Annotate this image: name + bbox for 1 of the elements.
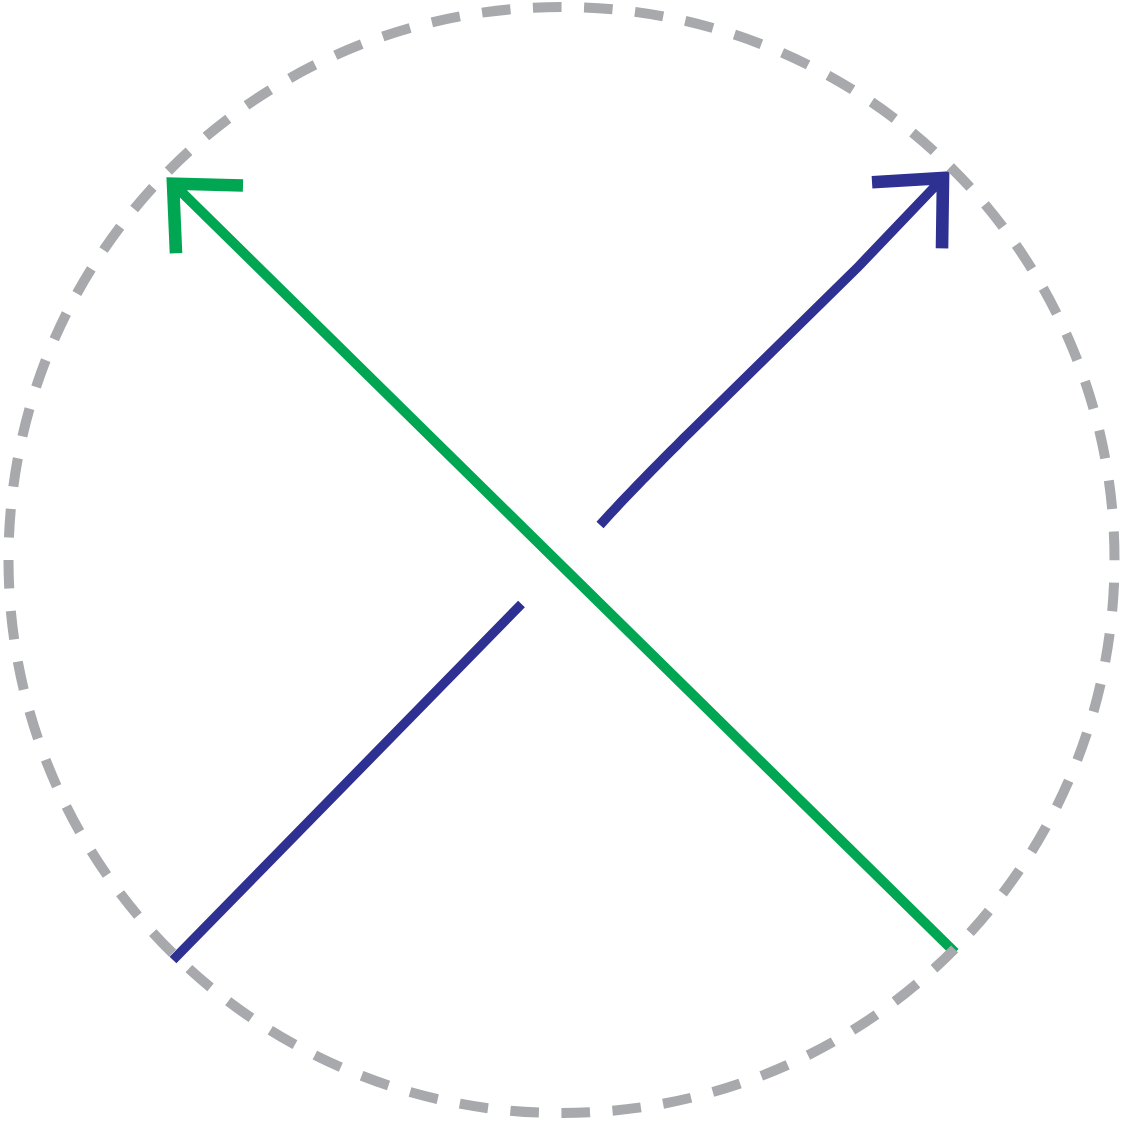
dashed-circle (3, 2, 1120, 1118)
